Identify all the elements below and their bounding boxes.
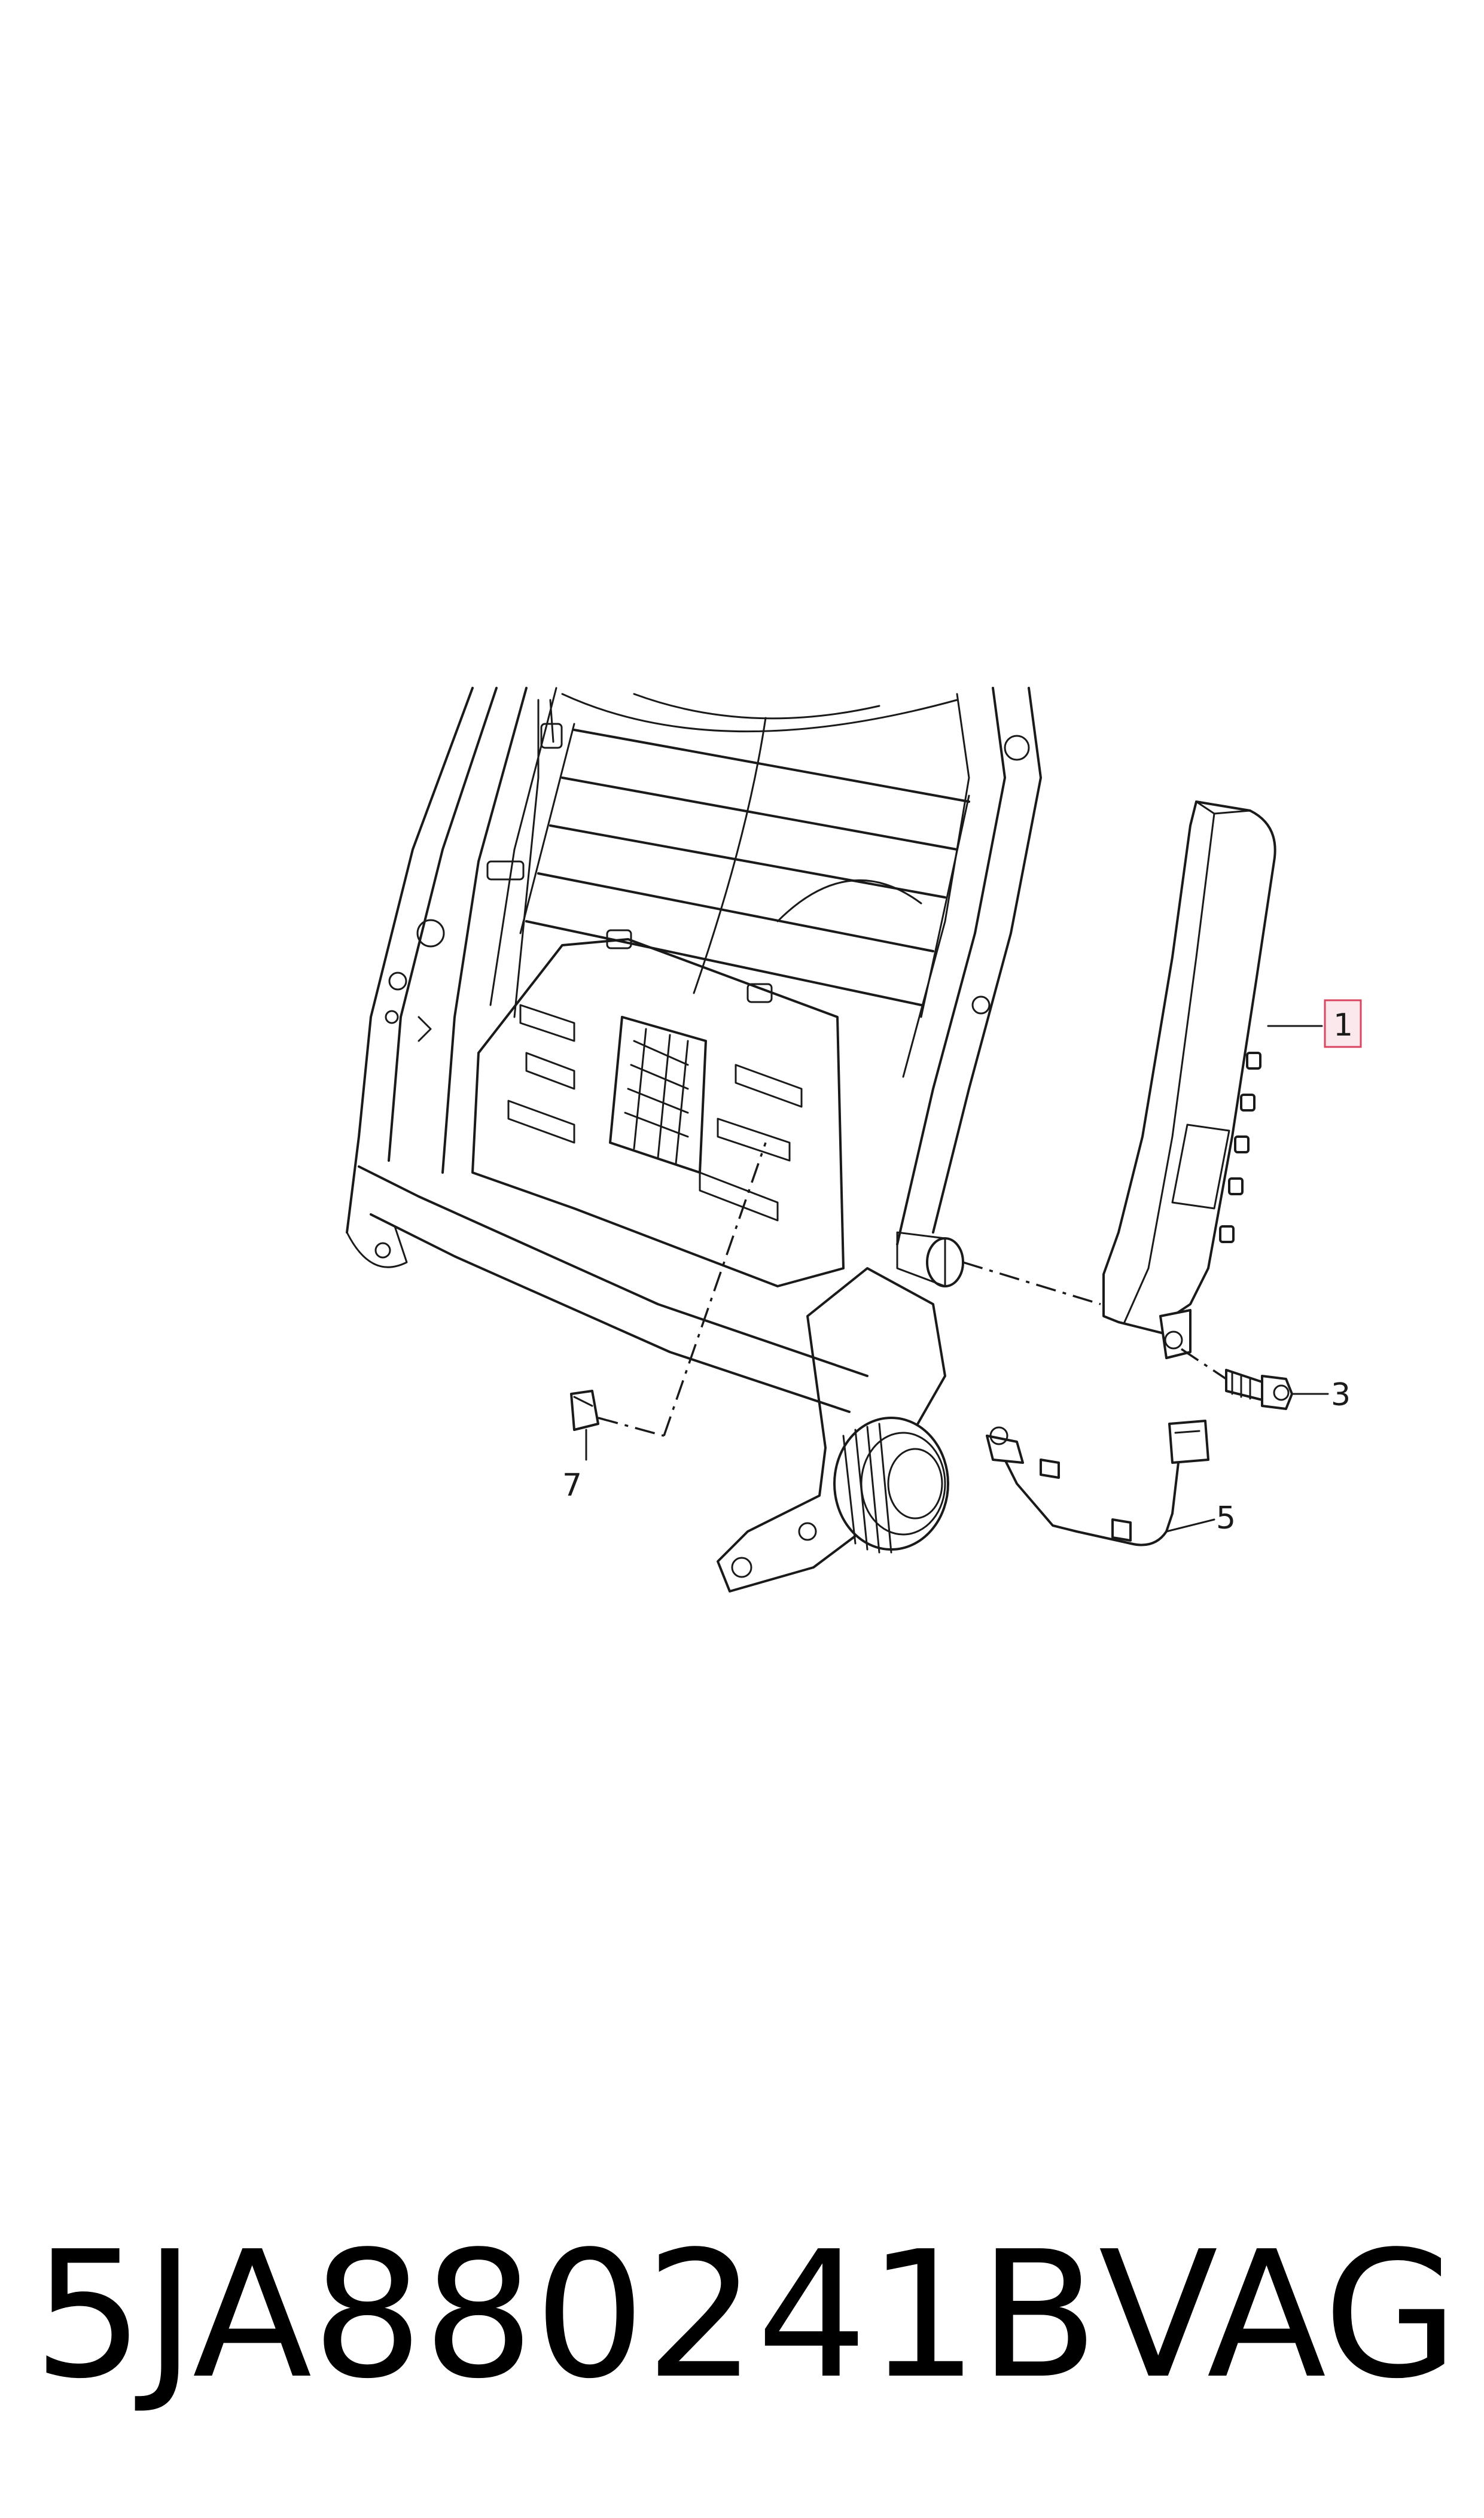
part-number-text: 5JA880241B (33, 2213, 1099, 2417)
brand-text: VAG (1098, 2213, 1459, 2417)
wiring-harness (986, 1420, 1209, 1546)
bolt-part (1181, 1348, 1293, 1410)
wire-spring-grid (519, 717, 970, 1018)
leader-lines (585, 1025, 1329, 1533)
callout-1-highlight (1324, 999, 1362, 1048)
callout-7-label[interactable]: 7 (562, 1467, 582, 1503)
callout-3-label[interactable]: 3 (1331, 1377, 1351, 1413)
alignment-line-airbag (896, 1231, 1101, 1305)
part-number-banner: 5JA880241B VAG (33, 2213, 1459, 2417)
seat-backrest-frame (346, 687, 1042, 1413)
side-airbag-module (1102, 800, 1276, 1359)
callout-1-label[interactable]: 1 (1333, 1007, 1353, 1043)
callout-5-label[interactable]: 5 (1216, 1500, 1236, 1536)
lumbar-support-plate (471, 929, 845, 1287)
clip-nut-part (570, 1142, 767, 1437)
recliner-mechanism (717, 1267, 949, 1593)
